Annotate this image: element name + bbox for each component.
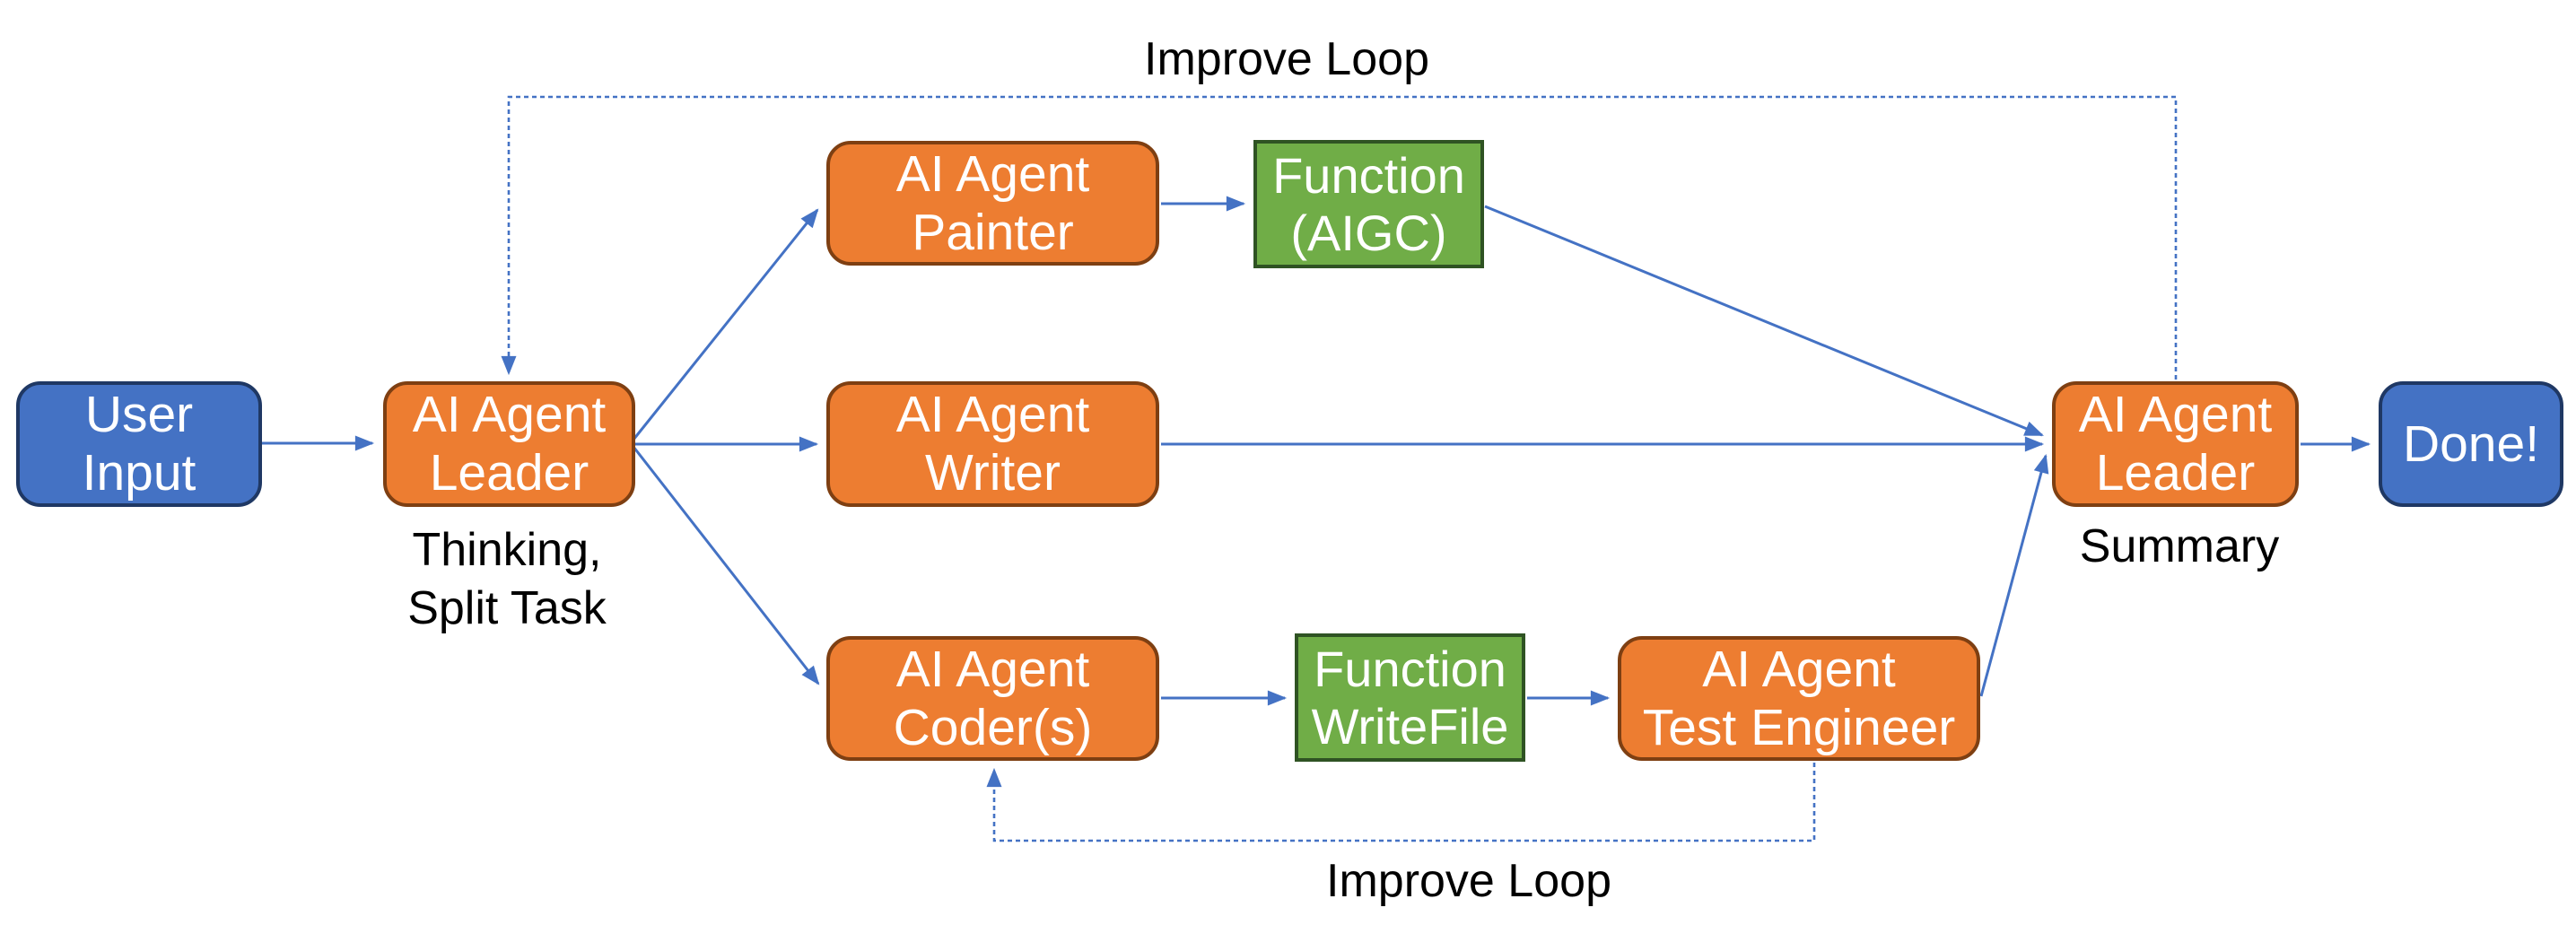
edge-test-engineer-to-leader-right [1979, 453, 2049, 697]
edge-leader-left-to-painter [632, 208, 819, 441]
caption-thinking-split-task: Thinking, Split Task [407, 524, 607, 634]
node-ai-agent-leader-left: AI Agent Leader [383, 381, 635, 507]
label-improve-loop-bottom: Improve Loop [1326, 855, 1611, 907]
node-ai-agent-writer: AI Agent Writer [826, 381, 1159, 507]
node-ai-agent-test-engineer: AI Agent Test Engineer [1618, 636, 1980, 761]
edge-leader-left-to-coder [632, 446, 820, 685]
node-function-aigc: Function (AIGC) [1253, 140, 1484, 268]
edge-improve-loop-bottom [986, 763, 1816, 842]
node-user-input: User Input [16, 381, 262, 507]
edge-improve-loop-top [501, 95, 2178, 380]
node-ai-agent-coders: AI Agent Coder(s) [826, 636, 1159, 761]
edge-func-aigc-to-leader-right [1484, 205, 2044, 437]
node-done: Done! [2379, 381, 2563, 507]
node-function-writefile: Function WriteFile [1295, 633, 1525, 762]
caption-summary: Summary [2079, 520, 2280, 572]
node-ai-agent-painter: AI Agent Painter [826, 141, 1159, 266]
label-improve-loop-top: Improve Loop [1144, 33, 1429, 85]
node-ai-agent-leader-right: AI Agent Leader [2052, 381, 2299, 507]
